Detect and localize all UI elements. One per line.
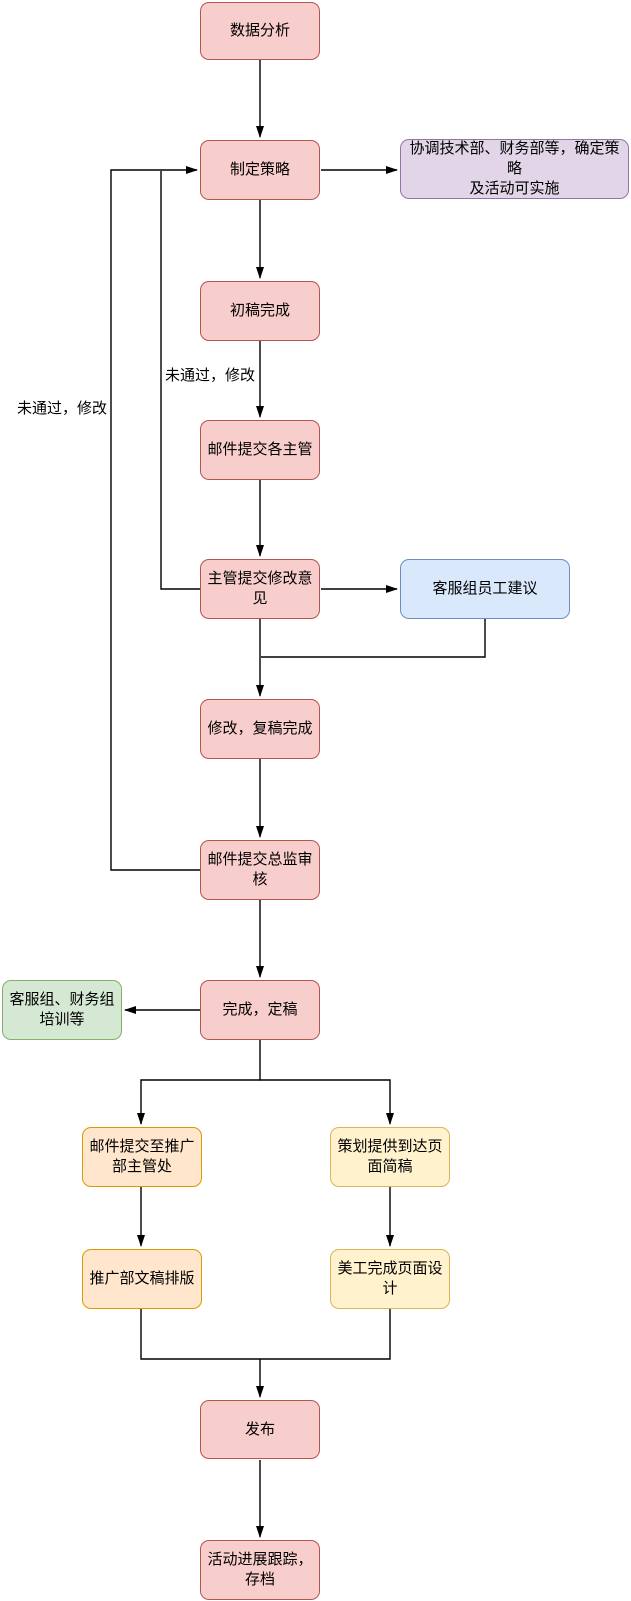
- node-publish: 发布: [200, 1400, 320, 1459]
- node-finalize: 完成，定稿: [200, 980, 320, 1040]
- node-cs-staff-suggestions: 客服组员工建议: [400, 559, 570, 619]
- node-design-page: 美工完成页面设 计: [330, 1249, 450, 1309]
- edge-merge: [140, 1309, 391, 1360]
- node-revise-second-draft: 修改，复稿完成: [200, 699, 320, 759]
- node-coordinate-departments: 协调技术部、财务部等，确定策略 及活动可实施: [400, 139, 629, 199]
- node-data-analysis: 数据分析: [200, 2, 320, 60]
- edge-cs-staff-join: [261, 619, 486, 658]
- edge-feedback-supervisor-to-strategy: [160, 171, 200, 590]
- node-supervisor-feedback: 主管提交修改意 见: [200, 559, 320, 619]
- edge-split-right: [260, 1079, 394, 1125]
- node-email-promotion: 邮件提交至推广 部主管处: [82, 1127, 202, 1187]
- edge-label-not-passed-inner: 未通过，修改: [164, 366, 257, 386]
- node-strategy: 制定策略: [200, 140, 320, 200]
- node-first-draft: 初稿完成: [200, 281, 320, 341]
- edge-feedback-director-to-strategy: [110, 166, 200, 871]
- node-tracking-archive: 活动进展跟踪， 存档: [200, 1540, 320, 1600]
- node-training: 客服组、财务组 培训等: [2, 980, 122, 1040]
- edge-label-not-passed-outer: 未通过，修改: [16, 399, 109, 419]
- node-landing-draft: 策划提供到达页 面简稿: [330, 1127, 450, 1187]
- node-email-director: 邮件提交总监审 核: [200, 840, 320, 900]
- edge-split-left: [137, 1040, 261, 1125]
- node-promotion-layout: 推广部文稿排版: [82, 1249, 202, 1309]
- node-email-supervisors: 邮件提交各主管: [200, 420, 320, 480]
